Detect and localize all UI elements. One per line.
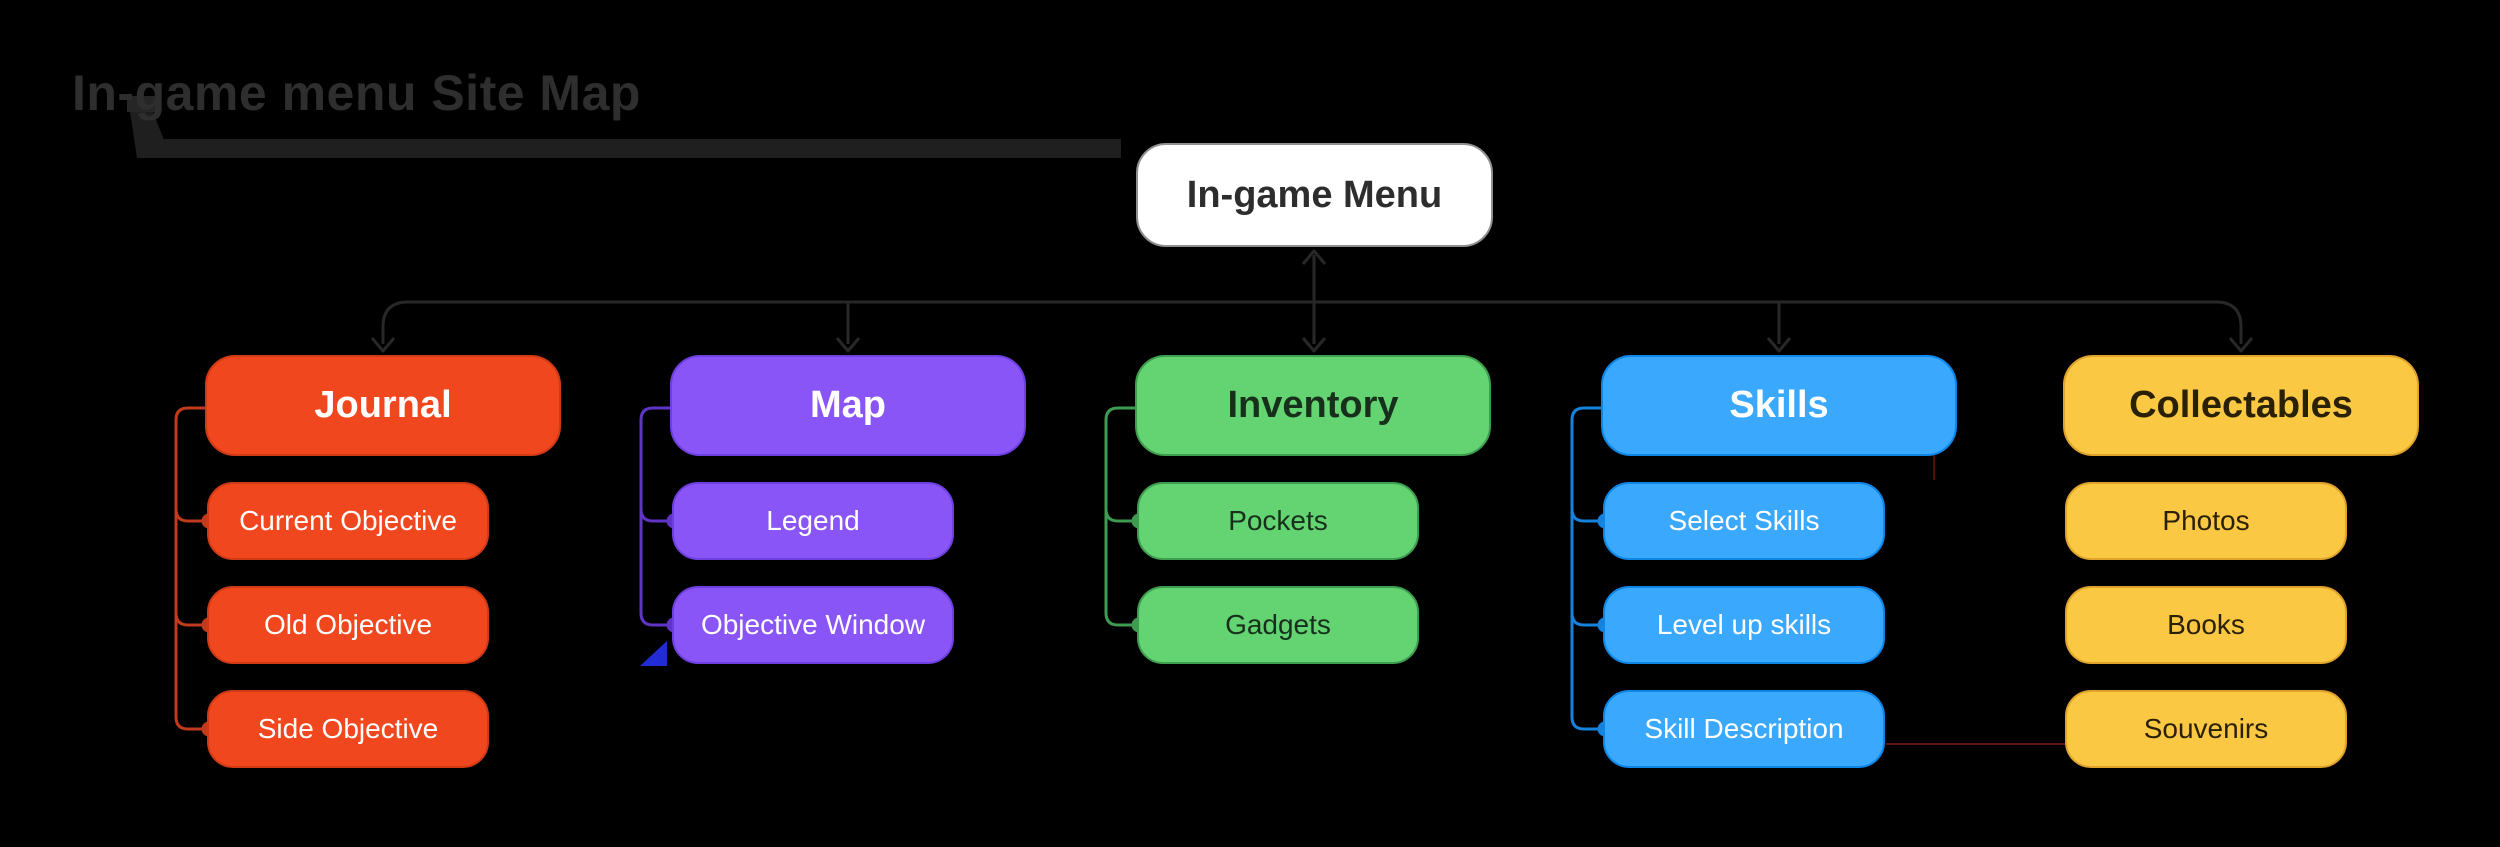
arrow-up-icon xyxy=(1301,249,1327,265)
node-label: Old Objective xyxy=(263,609,433,640)
node-label: Pockets xyxy=(1228,505,1328,536)
child-node-gadgets[interactable]: Gadgets xyxy=(1137,586,1419,664)
node-label: Gadgets xyxy=(1225,609,1331,640)
node-label: Select Skills xyxy=(1668,505,1820,536)
child-node-side-objective[interactable]: Side Objective xyxy=(207,690,489,768)
child-node-objective-window[interactable]: Objective Window xyxy=(672,586,954,664)
node-label: Inventory xyxy=(1227,384,1399,426)
page-title: In-game menu Site Map xyxy=(72,65,641,121)
branch-connector-inventory xyxy=(1104,508,1139,523)
node-label: Collectables xyxy=(2129,384,2353,426)
node-label: Skills xyxy=(1729,384,1829,426)
child-node-books[interactable]: Books xyxy=(2065,586,2347,664)
node-label: Current Objective xyxy=(239,505,457,536)
root-node[interactable]: In-game Menu xyxy=(1136,143,1493,247)
arrow-down-icon xyxy=(2228,337,2254,353)
child-node-pockets[interactable]: Pockets xyxy=(1137,482,1419,560)
branch-connector-journal xyxy=(174,612,209,627)
child-node-current-objective[interactable]: Current Objective xyxy=(207,482,489,560)
arrow-down-icon xyxy=(835,337,861,353)
child-node-photos[interactable]: Photos xyxy=(2065,482,2347,560)
branch-connector-journal xyxy=(174,508,209,523)
node-label: Books xyxy=(2167,609,2245,640)
branch-connector-map xyxy=(639,406,674,627)
node-label: Side Objective xyxy=(257,713,439,744)
arrow-down-icon xyxy=(1301,337,1327,353)
child-node-legend[interactable]: Legend xyxy=(672,482,954,560)
arrow-down-icon xyxy=(370,337,396,353)
node-label: Legend xyxy=(766,505,860,536)
branch-connector-skills xyxy=(1570,612,1605,627)
node-label: Objective Window xyxy=(700,609,926,640)
branch-connector-inventory xyxy=(1104,406,1139,627)
child-node-level-up-skills[interactable]: Level up skills xyxy=(1603,586,1885,664)
red-corner-glitch xyxy=(1933,453,1935,480)
trunk-line xyxy=(381,300,2243,344)
node-label: Journal xyxy=(314,384,452,426)
title-underline-bar xyxy=(157,139,1121,158)
branch-connector-journal xyxy=(174,406,209,731)
branch-node-map[interactable]: Map xyxy=(670,355,1026,456)
node-label: Level up skills xyxy=(1656,609,1832,640)
node-label: Souvenirs xyxy=(2143,713,2269,744)
branch-connector-skills xyxy=(1570,508,1605,523)
arrow-down-icon xyxy=(1766,337,1792,353)
child-node-select-skills[interactable]: Select Skills xyxy=(1603,482,1885,560)
child-node-old-objective[interactable]: Old Objective xyxy=(207,586,489,664)
branch-connector-skills xyxy=(1570,406,1605,731)
branch-connector-map xyxy=(639,508,674,523)
branch-node-skills[interactable]: Skills xyxy=(1601,355,1957,456)
blue-triangle-glitch xyxy=(640,641,667,666)
node-label: Map xyxy=(810,384,886,426)
child-node-souvenirs[interactable]: Souvenirs xyxy=(2065,690,2347,768)
branch-node-inventory[interactable]: Inventory xyxy=(1135,355,1491,456)
branch-node-journal[interactable]: Journal xyxy=(205,355,561,456)
node-label: Skill Description xyxy=(1644,713,1844,744)
root-node-label: In-game Menu xyxy=(1186,173,1443,216)
node-label: Photos xyxy=(2162,505,2250,536)
branch-node-collectables[interactable]: Collectables xyxy=(2063,355,2419,456)
child-node-skill-description[interactable]: Skill Description xyxy=(1603,690,1885,768)
